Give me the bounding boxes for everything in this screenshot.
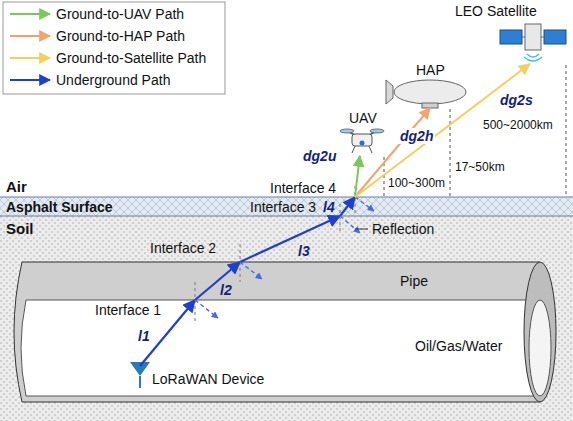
segment-label: l2 <box>220 282 232 298</box>
legend-entry: Ground-to-HAP Path <box>56 28 185 44</box>
soil-band: LoRaWAN Device PipeOil/Gas/Water Soil <box>0 216 573 421</box>
node-label: UAV <box>349 110 377 126</box>
region-label: Air <box>6 178 27 195</box>
pipe-label: Pipe <box>400 273 428 289</box>
underground-path <box>140 197 355 366</box>
node-label: LEO Satellite <box>455 3 537 19</box>
interface-normals <box>195 186 355 322</box>
altitude-label: 500~2000km <box>483 118 553 132</box>
altitude-label: 100~300m <box>388 176 445 190</box>
legend-entry: Underground Path <box>56 72 170 88</box>
distance-label: dg2h <box>398 128 435 144</box>
satellite-node: LEO Satellite <box>455 2 570 64</box>
legend-entry: Ground-to-UAV Path <box>56 6 184 22</box>
segment-label: l4 <box>323 199 335 215</box>
pipe-shape: LoRaWAN Device PipeOil/Gas/Water <box>15 262 555 402</box>
reflection-label: Reflection <box>372 221 434 237</box>
ground-layers <box>0 197 573 421</box>
node-label: HAP <box>416 62 445 78</box>
satellite-icon <box>500 24 566 61</box>
reflection-leader <box>355 229 368 230</box>
interface-label: Interface 2 <box>150 240 216 256</box>
distance-markers <box>384 65 566 196</box>
band-label: Asphalt Surface <box>6 199 113 215</box>
content-label: Oil/Gas/Water <box>415 338 502 354</box>
distance-label: dg2s <box>500 92 533 108</box>
pipe-drawing <box>14 262 556 402</box>
legend-entry: Ground-to-Satellite Path <box>56 50 206 66</box>
altitude-label: 17~50km <box>455 160 505 174</box>
device-label: LoRaWAN Device <box>152 371 264 387</box>
interface-label: Interface 1 <box>95 302 161 318</box>
interface-label: Interface 3 <box>250 199 316 215</box>
segment-label: l3 <box>298 243 310 259</box>
hap-node: HAP <box>390 60 470 108</box>
distance-label: dg2u <box>303 148 336 164</box>
uav-node: UAV <box>340 110 384 156</box>
segment-label: l1 <box>138 328 150 344</box>
legend-frame <box>3 2 225 94</box>
hap-icon <box>386 80 466 108</box>
interface-label: Interface 4 <box>270 180 336 196</box>
uav-icon <box>340 129 384 153</box>
reflection-arrows <box>195 197 374 318</box>
device-node: LoRaWAN Device <box>130 362 265 392</box>
band-label: Soil <box>6 220 34 237</box>
